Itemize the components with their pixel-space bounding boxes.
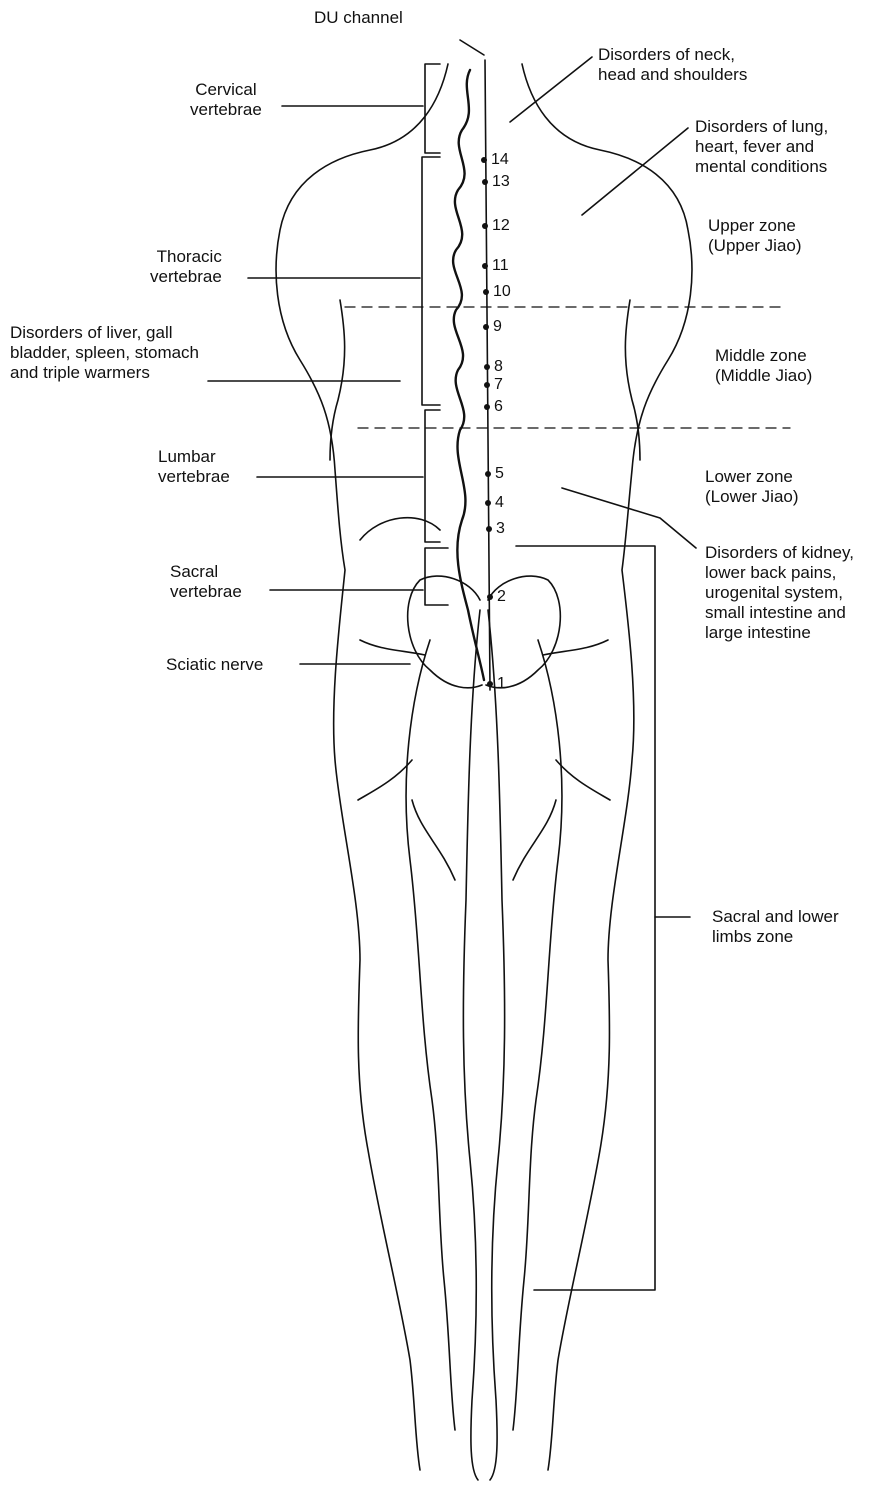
middle-zone-label: Middle zone(Middle Jiao) bbox=[715, 346, 812, 386]
acupoint-dot bbox=[484, 382, 490, 388]
acupoint-number: 6 bbox=[494, 398, 503, 416]
acupoint-number: 14 bbox=[491, 151, 509, 169]
acupoint-dot bbox=[486, 526, 492, 532]
nerve-branch-left-2 bbox=[358, 760, 412, 800]
neck-disorders-label: Disorders of neck,head and shoulders bbox=[598, 45, 747, 85]
acupoint-number: 8 bbox=[494, 358, 503, 376]
acupoint-number: 9 bbox=[493, 318, 502, 336]
acupoint-number: 5 bbox=[495, 465, 504, 483]
acupoint-dot bbox=[482, 179, 488, 185]
acupoint-number: 12 bbox=[492, 217, 510, 235]
acupoint-dot bbox=[485, 500, 491, 506]
nerve-branch-right-1 bbox=[543, 640, 608, 655]
hip-curve bbox=[360, 518, 440, 540]
kidney-disorders-label: Disorders of kidney,lower back pains,uro… bbox=[705, 543, 854, 643]
lung-leader bbox=[582, 128, 688, 215]
acupoint-dot bbox=[485, 471, 491, 477]
acupoint-dot bbox=[487, 681, 493, 687]
thoracic-bracket bbox=[422, 157, 440, 405]
sciatic-nerve-label: Sciatic nerve bbox=[166, 655, 263, 675]
acupoint-dot bbox=[484, 364, 490, 370]
acupoint-number: 7 bbox=[494, 376, 503, 394]
spine-vertebrae bbox=[453, 70, 484, 680]
sciatic-nerve-left bbox=[406, 640, 455, 1430]
acupoint-dot bbox=[482, 223, 488, 229]
nerve-branch-left-1 bbox=[360, 640, 425, 655]
acupoint-dot bbox=[484, 404, 490, 410]
acupoint-number: 11 bbox=[492, 257, 509, 275]
lower-zone-label: Lower zone(Lower Jiao) bbox=[705, 467, 799, 507]
du-channel-label: DU channel bbox=[314, 8, 403, 28]
buttocks-left bbox=[408, 576, 482, 688]
acupoint-dot bbox=[483, 324, 489, 330]
upper-zone-label: Upper zone(Upper Jiao) bbox=[708, 216, 802, 256]
acupoint-number: 13 bbox=[492, 173, 510, 191]
left-arm-line bbox=[330, 300, 345, 460]
sciatic-nerve-right bbox=[513, 640, 562, 1430]
right-leg-inner bbox=[488, 610, 505, 1480]
acupoint-number: 4 bbox=[495, 494, 504, 512]
du-channel-leader bbox=[460, 40, 484, 55]
acupoint-dot bbox=[482, 263, 488, 269]
right-arm-line bbox=[625, 300, 640, 460]
acupoint-number: 1 bbox=[497, 675, 506, 693]
acupoint-dot bbox=[481, 157, 487, 163]
left-leg-inner bbox=[463, 610, 480, 1480]
nerve-branch-right-2 bbox=[556, 760, 610, 800]
acupoint-number: 10 bbox=[493, 283, 511, 301]
limbs-bracket bbox=[516, 546, 655, 1290]
nerve-branch-right-3 bbox=[513, 800, 556, 880]
acupoint-dot bbox=[483, 289, 489, 295]
body-outline-right bbox=[522, 64, 692, 1470]
acupoint-number: 3 bbox=[496, 520, 505, 538]
acupoint-dot bbox=[487, 594, 493, 600]
cervical-bracket bbox=[425, 64, 440, 153]
nerve-branch-left-3 bbox=[412, 800, 455, 880]
acupoint-number: 2 bbox=[497, 588, 506, 606]
